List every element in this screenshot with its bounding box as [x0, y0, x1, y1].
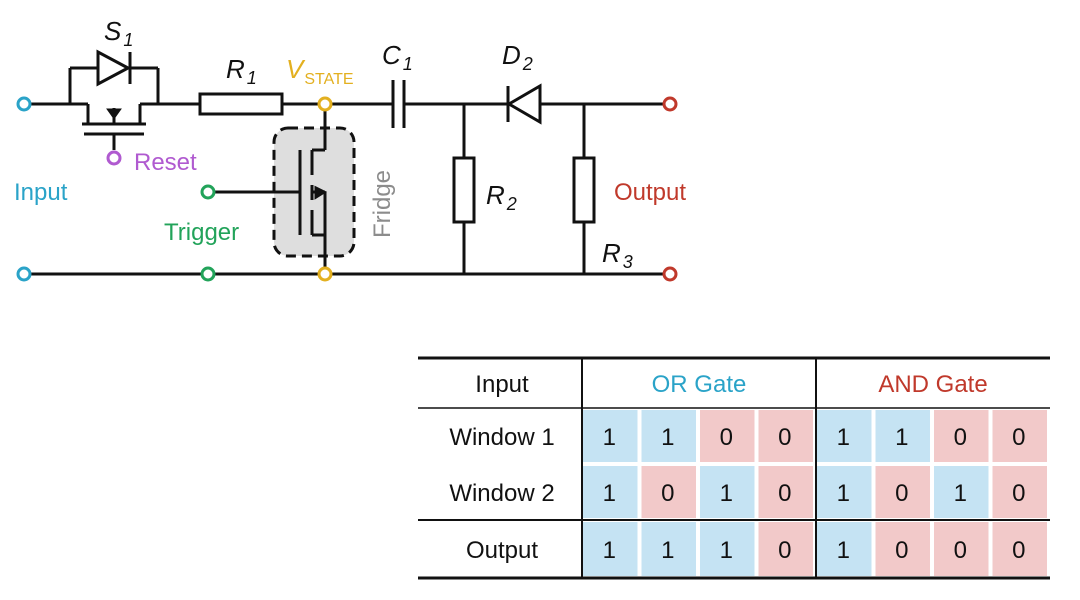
- truth-cell-value: 0: [720, 424, 733, 451]
- trigger-terminal-side: [200, 184, 216, 200]
- truth-cell-value: 0: [778, 537, 791, 564]
- output-label: Output: [614, 179, 686, 206]
- truth-cell-value: 1: [661, 424, 674, 451]
- truth-cell-value: 1: [720, 480, 733, 507]
- truth-cell-bg: [817, 466, 872, 518]
- truth-cell-value: 0: [1012, 537, 1025, 564]
- fridge-transistor: [214, 110, 328, 268]
- vstate-terminal-bottom: [317, 266, 333, 282]
- header-or-gate: OR Gate: [652, 371, 747, 398]
- vstate-terminal-top: [317, 96, 333, 112]
- truth-cell-bg: [875, 466, 930, 518]
- vstate-label: VSTATE: [286, 54, 354, 88]
- fridge-label: Fridge: [369, 170, 396, 238]
- truth-cell-bg: [934, 522, 989, 576]
- truth-cell-value: 1: [895, 424, 908, 451]
- truth-cell-bg: [934, 466, 989, 518]
- input-label: Input: [14, 179, 68, 206]
- truth-cell-value: 1: [837, 537, 850, 564]
- truth-cell-bg: [992, 522, 1047, 576]
- truth-cell-bg: [641, 466, 696, 518]
- truth-cell-value: 0: [661, 480, 674, 507]
- truth-cell-bg: [934, 410, 989, 462]
- truth-cell-bg: [641, 410, 696, 462]
- truth-cell-bg: [758, 410, 813, 462]
- truth-cell-value: 0: [895, 537, 908, 564]
- output-terminal-top: [662, 96, 678, 112]
- truth-cell-value: 1: [661, 537, 674, 564]
- reset-terminal: [106, 150, 122, 166]
- input-terminal-bottom: [16, 266, 32, 282]
- truth-cell-bg: [583, 410, 638, 462]
- truth-cell-bg: [700, 522, 755, 576]
- truth-cell-value: 1: [720, 537, 733, 564]
- trigger-terminal-bottom: [200, 266, 216, 282]
- truth-cell-value: 1: [603, 480, 616, 507]
- truth-cell-value: 0: [895, 480, 908, 507]
- r3-resistor: [572, 156, 596, 224]
- circuit-wires: [28, 102, 666, 276]
- trigger-label: Trigger: [164, 219, 239, 246]
- truth-cell-value: 1: [837, 480, 850, 507]
- truth-cell-bg: [875, 522, 930, 576]
- truth-cell-value: 1: [837, 424, 850, 451]
- reset-label: Reset: [134, 149, 197, 176]
- truth-cell-bg: [583, 466, 638, 518]
- r1-resistor: [198, 92, 284, 116]
- truth-cell-value: 0: [1012, 480, 1025, 507]
- truth-cell-bg: [641, 522, 696, 576]
- row-label: Window 2: [449, 480, 554, 507]
- truth-cell-value: 1: [603, 424, 616, 451]
- s1-switch: [68, 49, 160, 150]
- truth-cell-value: 0: [1012, 424, 1025, 451]
- header-and-gate: AND Gate: [878, 371, 987, 398]
- r2-resistor: [452, 156, 476, 224]
- c1-capacitor: [391, 80, 406, 128]
- terminals: [16, 96, 678, 282]
- truth-cell-value: 1: [603, 537, 616, 564]
- truth-cell-bg: [817, 410, 872, 462]
- input-terminal-top: [16, 96, 32, 112]
- output-terminal-bottom: [662, 266, 678, 282]
- truth-cell-bg: [817, 522, 872, 576]
- truth-cell-value: 0: [778, 480, 791, 507]
- truth-cell-bg: [700, 410, 755, 462]
- truth-cell-bg: [875, 410, 930, 462]
- d2-diode: [506, 83, 542, 125]
- truth-cell-bg: [758, 522, 813, 576]
- truth-cell-bg: [992, 466, 1047, 518]
- truth-cell-value: 0: [954, 537, 967, 564]
- truth-cell-value: 0: [954, 424, 967, 451]
- truth-cell-value: 1: [954, 480, 967, 507]
- truth-cell-bg: [758, 466, 813, 518]
- truth-cell-bg: [700, 466, 755, 518]
- truth-cell-value: 0: [778, 424, 791, 451]
- row-label: Window 1: [449, 424, 554, 451]
- truth-cell-bg: [992, 410, 1047, 462]
- header-input: Input: [475, 371, 529, 398]
- truth-cell-bg: [583, 522, 638, 576]
- row-label: Output: [466, 537, 538, 564]
